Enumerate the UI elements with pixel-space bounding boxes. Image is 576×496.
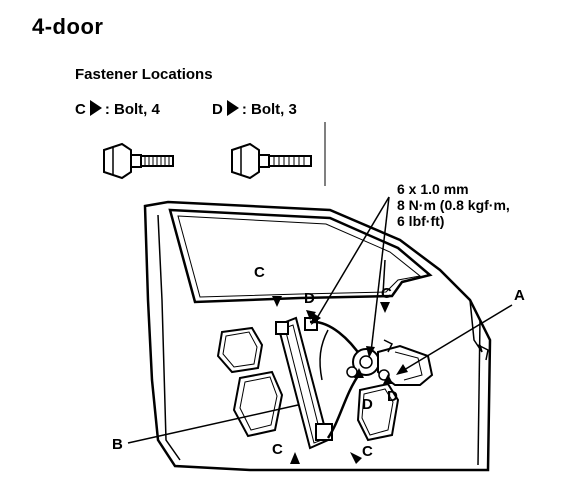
bolt-c-pointer-icon xyxy=(290,452,300,464)
bolt-d-pointer-icon xyxy=(306,310,316,320)
spec-size: 6 x 1.0 mm xyxy=(397,181,469,197)
callout-c: C xyxy=(362,443,373,460)
fastener-locations-heading: Fastener Locations xyxy=(75,66,213,83)
callout-c: C xyxy=(254,264,265,281)
callout-d: D xyxy=(387,388,398,405)
bolt-c-pointer-icon xyxy=(350,452,362,464)
legend-bolt-c: C : Bolt, 4 xyxy=(75,100,160,118)
legend-d-text: : Bolt, 3 xyxy=(241,101,297,118)
legend-c-letter: C xyxy=(75,101,86,118)
callout-d: D xyxy=(304,290,315,307)
torque-specification: 6 x 1.0 mm 8 N·m (0.8 kgf·m, 6 lbf·ft) xyxy=(397,181,510,229)
bolt-d-pointer-icon xyxy=(383,374,393,384)
bolt-c-illustration xyxy=(103,142,174,180)
legend-d-letter: D xyxy=(212,101,223,118)
bolt-d-pointer-icon xyxy=(354,368,364,378)
bolt-d-illustration xyxy=(231,142,312,180)
window-opening xyxy=(168,208,433,304)
bolt-c-pointer-icon xyxy=(380,302,390,313)
page-title: 4-door xyxy=(32,14,104,39)
legend-c-text: : Bolt, 4 xyxy=(104,101,160,118)
triangle-pointer-icon xyxy=(226,100,239,116)
callout-d: D xyxy=(362,396,373,413)
spec-torque-metric: 8 N·m (0.8 kgf·m, xyxy=(397,197,510,213)
bolt-c-pointer-icon xyxy=(272,296,282,307)
callout-b: B xyxy=(112,436,123,453)
triangle-pointer-icon xyxy=(89,100,102,116)
callout-c: C xyxy=(272,441,283,458)
legend-bolt-d: D : Bolt, 3 xyxy=(212,100,297,118)
callout-a: A xyxy=(514,287,525,304)
spec-torque-imperial: 6 lbf·ft) xyxy=(397,213,445,229)
callout-c: C xyxy=(381,285,392,302)
regulator-motor xyxy=(346,339,434,386)
